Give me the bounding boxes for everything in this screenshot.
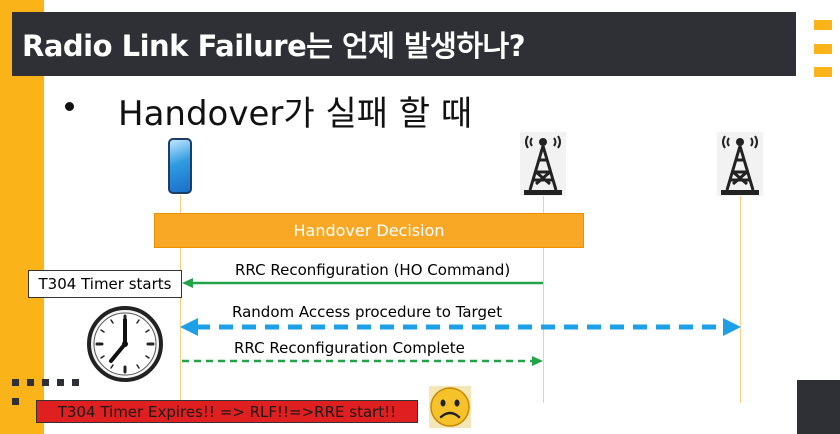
slide-title: Radio Link Failure는 언제 발생하나?	[12, 12, 796, 76]
cell-tower-icon	[717, 132, 763, 196]
lifeline-ue	[180, 195, 181, 403]
message-label-ho-command: RRC Reconfiguration (HO Command)	[235, 261, 511, 279]
accent-mark	[814, 20, 832, 30]
slide-subtitle: Handover가 실패 할 때	[118, 94, 473, 134]
timer-start-label: T304 Timer starts	[28, 270, 182, 298]
corner-block	[797, 380, 840, 434]
arrow-rrc-reconfiguration-complete	[182, 356, 543, 366]
cell-tower-icon	[520, 132, 566, 196]
accent-mark	[814, 67, 832, 77]
accent-mark	[814, 44, 832, 54]
arrow-rrc-reconfiguration	[182, 278, 543, 288]
bullet-marker	[65, 102, 74, 111]
arrow-random-access	[180, 318, 741, 336]
sad-face-icon	[429, 386, 471, 428]
lifeline-target-cell	[740, 195, 741, 403]
message-label-reconfig-complete: RRC Reconfiguration Complete	[234, 339, 465, 357]
dot-decoration	[12, 379, 79, 386]
message-label-random-access: Random Access procedure to Target	[232, 303, 503, 321]
phone-icon	[168, 138, 192, 194]
handover-decision-box: Handover Decision	[154, 213, 584, 248]
dot-decoration	[12, 398, 19, 405]
lifeline-source-cell	[543, 195, 544, 403]
clock-icon	[87, 306, 163, 382]
timer-expire-note: T304 Timer Expires!! => RLF!!=>RRE start…	[36, 400, 418, 423]
